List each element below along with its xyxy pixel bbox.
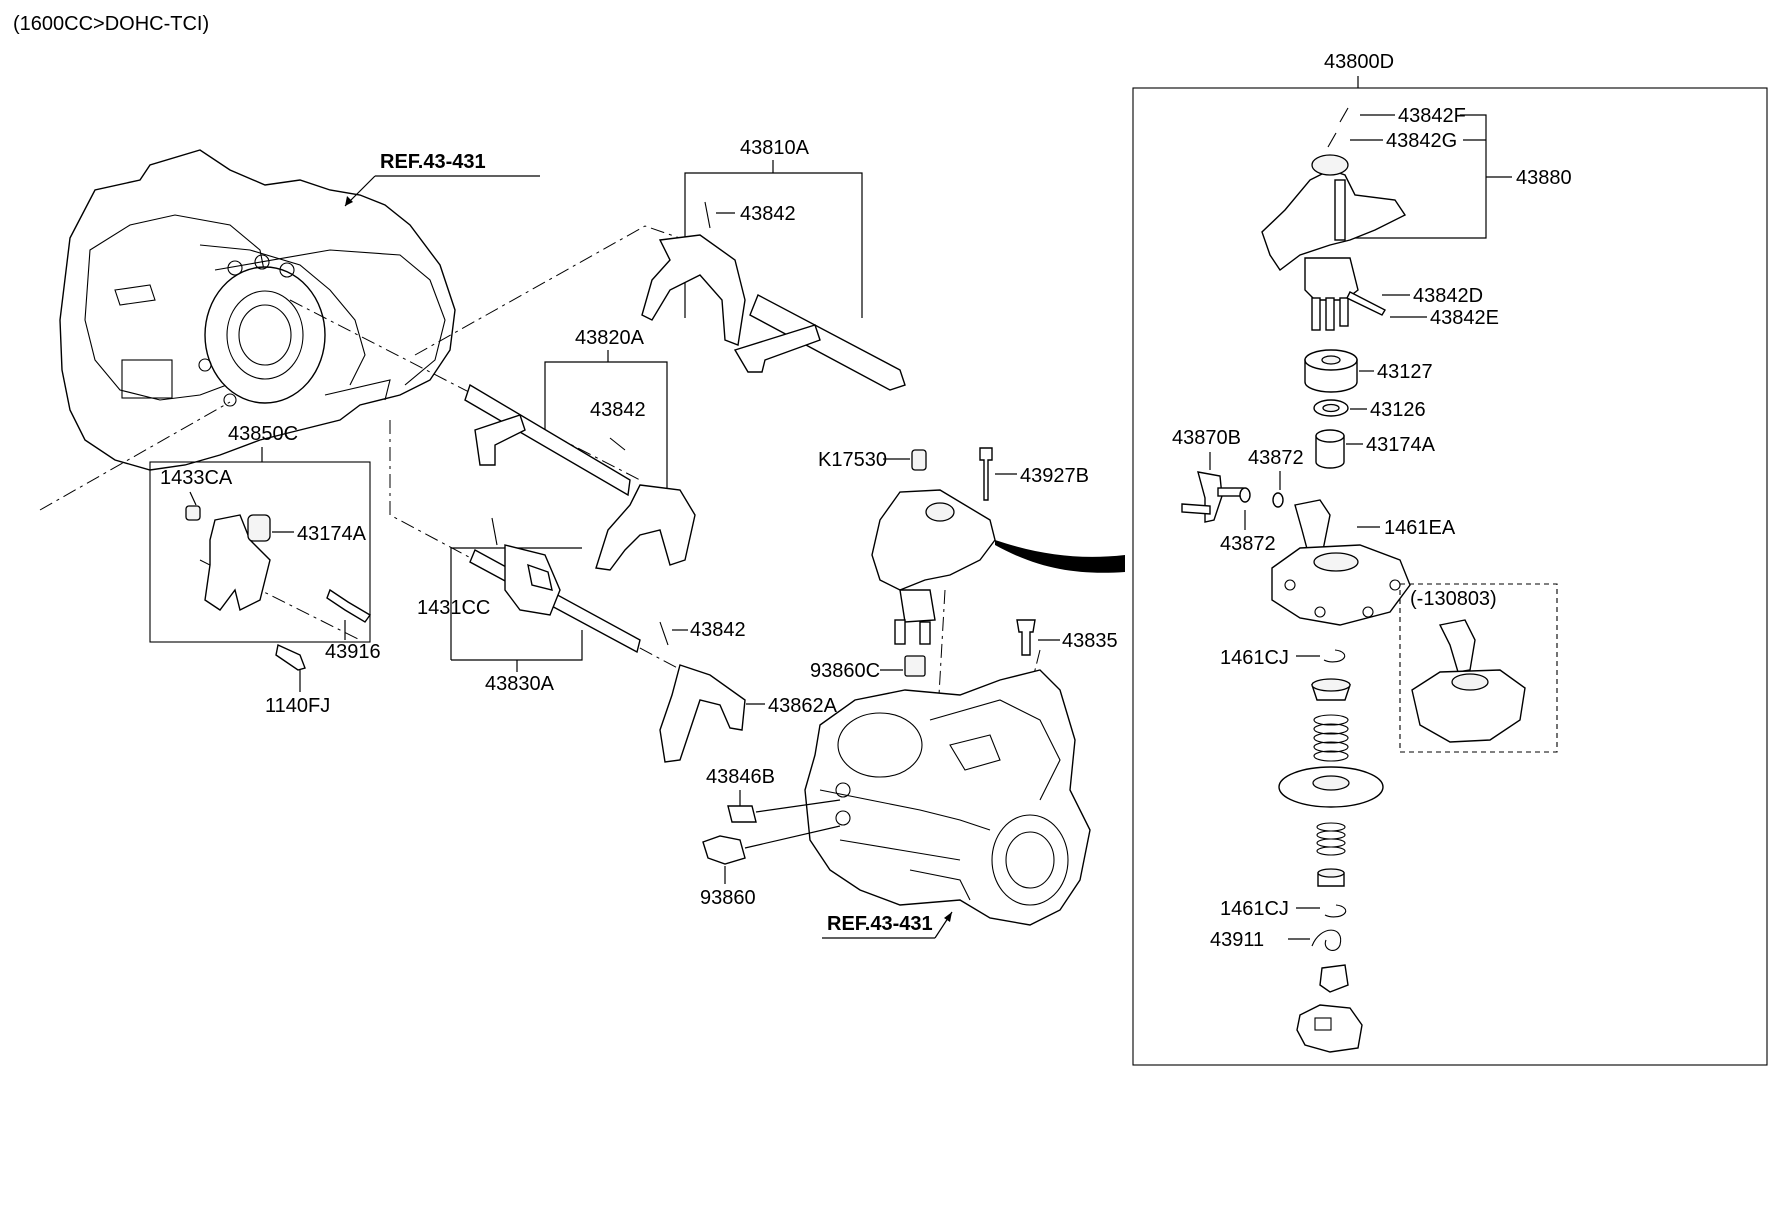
svg-text:43800D: 43800D xyxy=(1324,51,1394,73)
svg-text:1461CJ: 1461CJ xyxy=(1220,898,1289,920)
svg-text:1140FJ: 1140FJ xyxy=(265,695,330,717)
svg-text:43835: 43835 xyxy=(1062,630,1118,652)
svg-text:43842G: 43842G xyxy=(1386,130,1457,152)
svg-text:REF.43-431: REF.43-431 xyxy=(380,151,486,173)
svg-text:43842: 43842 xyxy=(590,399,646,421)
svg-text:43810A: 43810A xyxy=(740,137,810,159)
sensor-parts: 43846B 93860 xyxy=(700,766,841,909)
ref-43-431-top: REF.43-431 xyxy=(344,151,540,207)
assembly-43830a: 1431CC 43830A xyxy=(417,517,641,695)
engine-note: (1600CC>DOHC-TCI) xyxy=(13,13,209,35)
svg-text:93860: 93860 xyxy=(700,887,756,909)
svg-text:43862A: 43862A xyxy=(768,695,838,717)
assembly-43800d: 43800D 43842F 43842G 43880 43842D 43842E… xyxy=(1132,51,1768,1066)
svg-text:1433CA: 1433CA xyxy=(160,467,233,489)
svg-text:1461EA: 1461EA xyxy=(1384,517,1456,539)
svg-text:1431CC: 1431CC xyxy=(417,597,490,619)
svg-text:43174A: 43174A xyxy=(297,523,367,545)
shift-tower-illustration: K17530 43927B 93860C 43835 xyxy=(810,447,1125,682)
svg-text:(-130803): (-130803) xyxy=(1410,588,1497,610)
transmission-case-illustration xyxy=(804,669,1091,926)
spring-upper xyxy=(1313,714,1349,762)
svg-text:43870B: 43870B xyxy=(1172,427,1241,449)
svg-text:43174A: 43174A xyxy=(1366,434,1436,456)
svg-text:43842: 43842 xyxy=(740,203,796,225)
svg-text:43850C: 43850C xyxy=(228,423,298,445)
svg-text:43911: 43911 xyxy=(1210,929,1264,951)
assembly-43810a: 43810A 43842 xyxy=(641,137,906,391)
svg-text:43846B: 43846B xyxy=(706,766,775,788)
svg-text:43842E: 43842E xyxy=(1430,307,1499,329)
svg-text:43842: 43842 xyxy=(690,619,746,641)
svg-text:43842F: 43842F xyxy=(1398,105,1466,127)
svg-text:43842D: 43842D xyxy=(1413,285,1483,307)
svg-text:K17530: K17530 xyxy=(818,449,887,471)
svg-text:93860C: 93860C xyxy=(810,660,880,682)
fork-43862a: 43842 43862A xyxy=(659,619,838,763)
svg-text:43916: 43916 xyxy=(325,641,381,663)
assembly-43820a: 43820A 43842 xyxy=(464,327,696,571)
clutch-housing-illustration xyxy=(59,149,456,471)
svg-text:43127: 43127 xyxy=(1377,361,1433,383)
svg-text:43820A: 43820A xyxy=(575,327,645,349)
svg-text:43126: 43126 xyxy=(1370,399,1426,421)
svg-text:43872: 43872 xyxy=(1220,533,1276,555)
svg-text:1461CJ: 1461CJ xyxy=(1220,647,1289,669)
ref-43-431-bottom: REF.43-431 xyxy=(822,911,953,939)
spring-lower xyxy=(1316,822,1346,856)
svg-text:43830A: 43830A xyxy=(485,673,555,695)
svg-text:43880: 43880 xyxy=(1516,167,1572,189)
svg-text:43872: 43872 xyxy=(1248,447,1304,469)
assembly-43850c: 43850C 1433CA 43174A 43916 1140FJ xyxy=(149,423,381,717)
svg-text:REF.43-431: REF.43-431 xyxy=(827,913,933,935)
svg-text:43927B: 43927B xyxy=(1020,465,1089,487)
